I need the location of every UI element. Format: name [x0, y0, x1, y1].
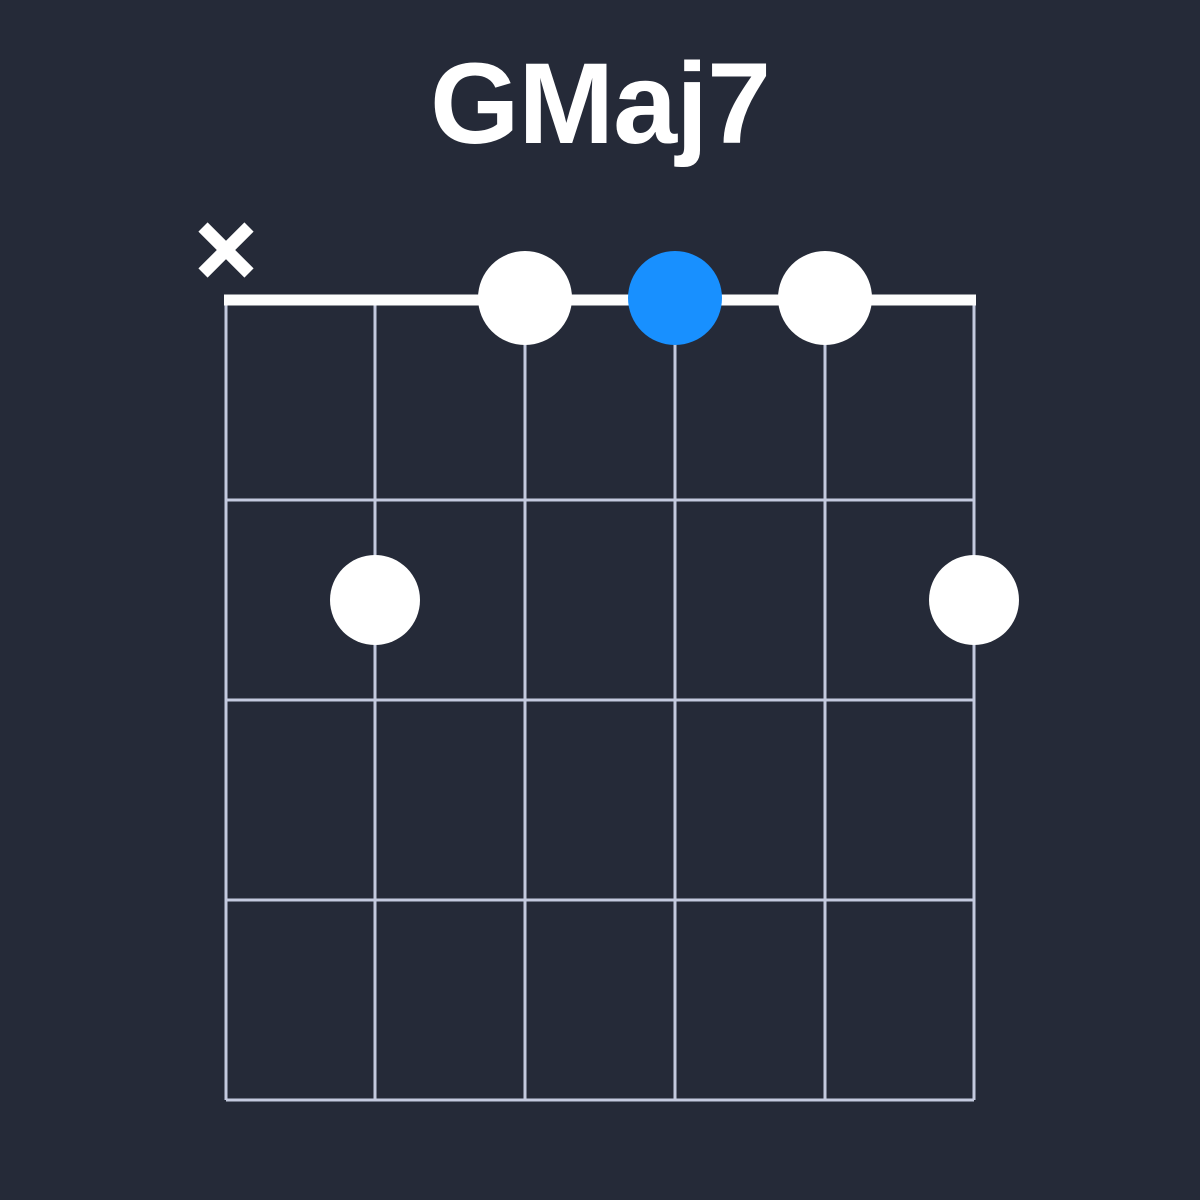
fretted-dot-string-2-fret-2 [330, 555, 420, 645]
open-dot-string-3 [478, 251, 572, 345]
string-lines-group [224, 300, 976, 1100]
open-dot-string-4 [628, 251, 722, 345]
mute-string-1-stroke-2 [198, 222, 254, 278]
mute-markers-group [198, 222, 254, 278]
fret-lines-group [226, 498, 974, 1102]
finger-dots-group [330, 251, 1019, 645]
mute-string-1 [198, 222, 254, 278]
nut-bar-group [224, 294, 976, 306]
fretted-dot-string-6-fret-2 [929, 555, 1019, 645]
open-dot-string-5 [778, 251, 872, 345]
nut-bar [224, 294, 976, 306]
chord-name-title: GMaj7 [429, 40, 771, 168]
